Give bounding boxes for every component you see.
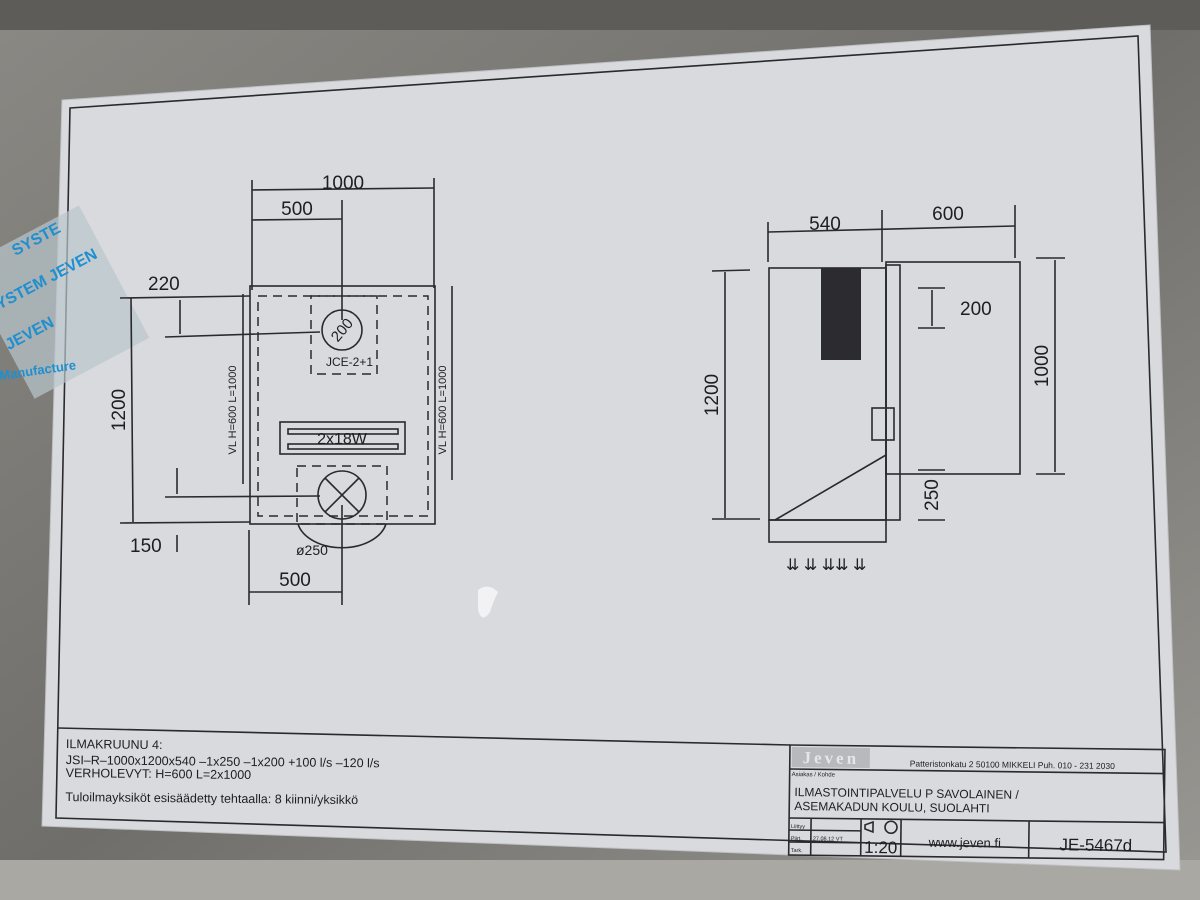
website: www.jeven.fi (928, 835, 1002, 851)
metal-frame-bottom (0, 860, 1200, 900)
dim-panel: 600 (932, 204, 964, 225)
diameter-label: ø250 (296, 542, 328, 558)
lamp-label: 2x18W (317, 431, 368, 448)
logo-text: Jeven (802, 748, 859, 768)
dim-depth: 540 (809, 214, 841, 235)
row-label: Tark. (791, 848, 803, 854)
client-line: ILMASTOINTIPALVELU P SAVOLAINEN / (794, 785, 1019, 802)
dim-panel-height: 1000 (1032, 345, 1053, 387)
drawing-border (55, 35, 1167, 853)
dim-bottom-margin: 150 (130, 536, 162, 557)
row-label: Piirt. (791, 836, 803, 842)
dim-offset-top: 500 (281, 199, 313, 220)
bracket (871, 407, 895, 441)
dim-offset-bottom: 500 (279, 570, 311, 591)
row-label: Liittyy (791, 824, 805, 830)
dim-upper: 200 (960, 299, 992, 320)
title-block: Jeven Patteristonkatu 2 50100 MIKKELI Pu… (787, 744, 1166, 861)
airflow-arrows: ⇊ ⇊ ⇊⇊ ⇊ (786, 557, 866, 574)
notes-line: VERHOLEVYT: H=600 L=2x1000 (66, 766, 252, 782)
notes-title: ILMAKRUUNU 4: (66, 737, 163, 752)
dim-side-height: 1200 (702, 374, 723, 416)
drawing-number: JE-5467d (1059, 835, 1132, 855)
diffuser-outline (296, 465, 388, 525)
side-view: ⇊ ⇊ ⇊⇊ ⇊ 540 600 1200 1000 200 250 (702, 204, 1065, 574)
dim-top-margin: 220 (148, 274, 180, 295)
tape-label: SYSTE SYSTEM JEVEN JEVEN (0, 205, 150, 399)
notes-block: ILMAKRUUNU 4: JSI–R–1000x1200x540 –1x250… (65, 737, 379, 807)
diffuser-grille (768, 519, 887, 543)
client-line: ASEMAKADUN KOULU, SUOLAHTI (794, 799, 990, 815)
jeven-logo (791, 747, 870, 768)
paper-sheet (41, 24, 1181, 871)
paper-tear (478, 586, 498, 618)
metal-frame-top (0, 0, 1200, 30)
address: Patteristonkatu 2 50100 MIKKELI Puh. 010… (910, 758, 1115, 771)
dim-lower: 250 (922, 479, 943, 511)
nozzle-block (821, 268, 861, 360)
notes-line: JSI–R–1000x1200x540 –1x250 –1x200 +100 l… (66, 753, 380, 770)
dim-height: 1200 (109, 389, 130, 431)
unit-outline (310, 295, 378, 375)
lamp (279, 421, 406, 455)
drawn-date: 27.08.12 VT (813, 836, 844, 842)
projection-symbol-icon (864, 820, 898, 835)
side-panel-left-label: VL H=600 L=1000 (227, 366, 239, 455)
front-view: 200 JCE-2+1 2x18W ø250 VL H=600 L=1000 V… (109, 173, 453, 605)
dim-width-total: 1000 (322, 173, 364, 194)
client-label: Asiakas / Kohde (792, 772, 836, 779)
side-panel-right-label: VL H=600 L=1000 (437, 366, 449, 455)
notes-line: Tuloilmayksiköt esisäädetty tehtaalla: 8… (65, 790, 358, 807)
scale: 1:20 (864, 838, 897, 857)
unit-label: JCE-2+1 (326, 355, 373, 369)
